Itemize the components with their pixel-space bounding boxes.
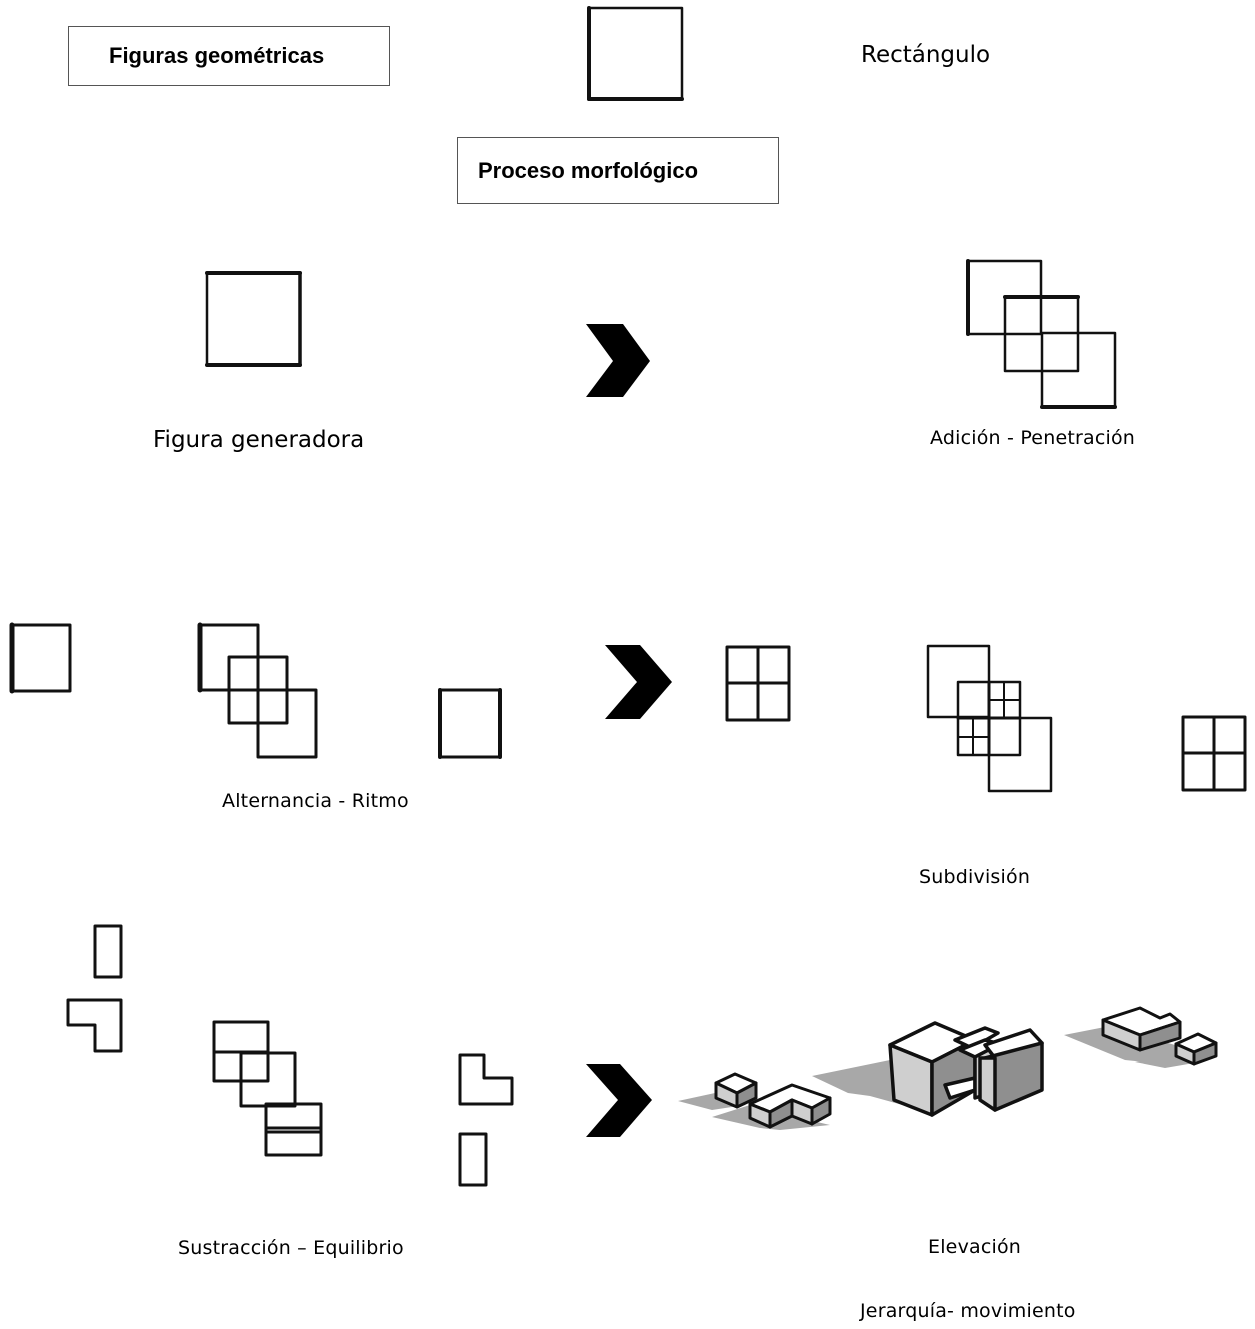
arrow-1-icon [586, 324, 650, 397]
figura-generadora-square [205, 271, 302, 367]
rectangulo-label: Rectángulo [861, 42, 991, 68]
proceso-morfologico-heading: Proceso morfológico [457, 137, 779, 204]
jerarquia-movimiento-label: Jerarquía- movimiento [860, 1300, 1076, 1322]
elevacion-label: Elevación [928, 1236, 1022, 1258]
alternancia-ritmo-figure [9, 622, 502, 759]
elevacion-figure [678, 1006, 1218, 1130]
arrow-2-icon [605, 645, 672, 719]
subdivision-right-grid [1181, 715, 1247, 792]
adicion-penetracion-figure [966, 259, 1117, 409]
figuras-geometricas-text: Figuras geométricas [109, 43, 325, 68]
alternancia-ritmo-label: Alternancia - Ritmo [222, 790, 409, 812]
subdivision-small-grid [725, 645, 791, 722]
adicion-penetracion-label: Adición - Penetración [930, 427, 1136, 449]
proceso-morfologico-text: Proceso morfológico [478, 157, 699, 183]
figuras-geometricas-heading: Figuras geométricas [68, 26, 390, 86]
sustraccion-figure [66, 924, 514, 1187]
subdivision-figure [926, 644, 1053, 793]
arrow-3-icon [586, 1064, 652, 1137]
subdivision-label: Subdivisión [919, 866, 1031, 888]
sustraccion-equilibrio-label: Sustracción – Equilibrio [178, 1237, 404, 1259]
rectangulo-figure [587, 6, 684, 101]
figura-generadora-label: Figura generadora [153, 427, 365, 453]
